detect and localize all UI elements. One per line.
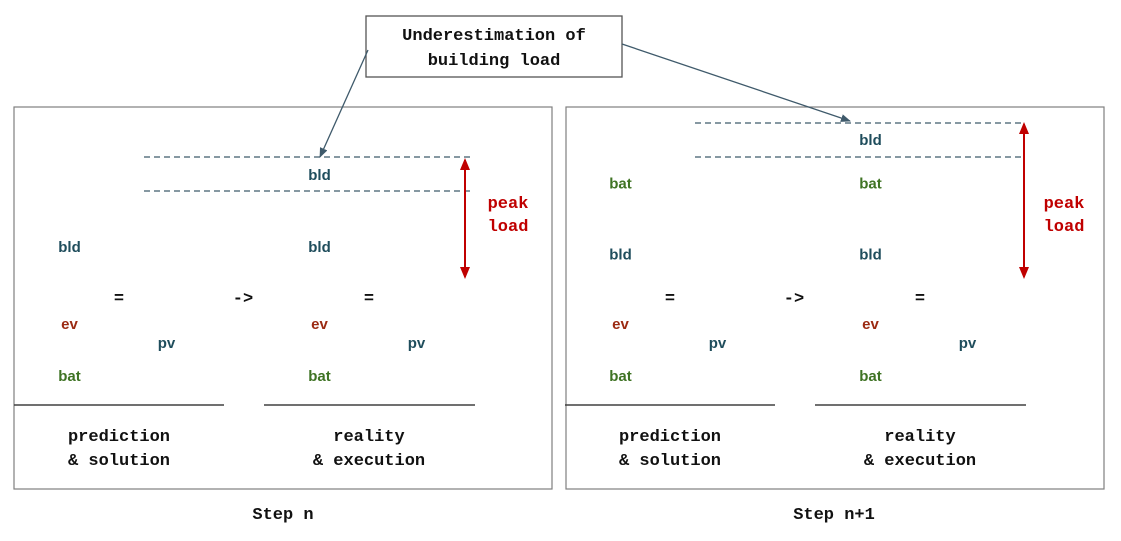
segment-label-grid: grid: [152, 228, 180, 245]
segment-label-bat: bat: [308, 368, 331, 385]
segment-label-bld: bld: [308, 167, 331, 184]
panel-step-n-plus-1: bat ev bld bat pv grid bat ev bld bat bld pv grid gri…: [565, 122, 1085, 525]
panels-layer: bat ev bld pv grid bat ev bld bld pv grid grid = -> = p…: [14, 122, 1085, 525]
segment-label-grid: grid: [402, 229, 430, 246]
segment-label-pv: pv: [959, 335, 977, 352]
segment-label-bat: bat: [859, 368, 882, 385]
peak-label-line-1: peak: [1044, 195, 1085, 214]
equals-operator: =: [915, 290, 925, 309]
panel-frame-step-n-plus-1: [565, 106, 1105, 490]
segment-label-bat: bat: [609, 368, 632, 385]
segment-label-bat: bat: [58, 368, 81, 385]
callout-arrow-step-n: [319, 49, 369, 158]
segment-label-grid: grid: [953, 133, 981, 150]
group-label-line-1: reality: [333, 428, 404, 447]
segment-label-pv: pv: [709, 335, 727, 352]
group-label-line-1: prediction: [619, 428, 721, 447]
peak-label-line-1: peak: [488, 195, 529, 214]
segment-label-bld: bld: [609, 247, 632, 264]
stacked-bar: pv grid grid: [402, 168, 430, 352]
segment-label-pv: pv: [158, 335, 176, 352]
segment-label-bat: bat: [859, 176, 882, 193]
equals-operator: =: [364, 290, 374, 309]
segment-label-grid: grid: [953, 212, 981, 229]
callout-line-1: Underestimation of: [402, 27, 586, 46]
group-label-line-2: & execution: [864, 452, 976, 471]
segment-label-ev: ev: [311, 316, 328, 333]
arrow-operator: ->: [784, 290, 804, 309]
callout-line-2: building load: [428, 52, 561, 71]
segment-label-grid: grid: [402, 168, 430, 185]
step-label: Step n: [252, 506, 313, 525]
stacked-bar: pv grid: [152, 228, 180, 352]
panel-step-n: bat ev bld pv grid bat ev bld bld pv grid grid = -> = p…: [14, 156, 529, 525]
stacked-bar: pv grid: [703, 212, 731, 352]
group-label-line-2: & solution: [68, 452, 170, 471]
group-label-line-2: & solution: [619, 452, 721, 471]
segment-label-bld: bld: [859, 247, 882, 264]
segment-label-bld: bld: [859, 132, 882, 149]
group-label-line-1: reality: [884, 428, 955, 447]
stacked-bar: bat ev bld bat: [609, 176, 632, 386]
segment-label-ev: ev: [862, 316, 879, 333]
segment-label-bld: bld: [308, 239, 331, 256]
callout-arrow-step-n-plus-1: [621, 43, 851, 122]
segment-label-bld: bld: [58, 239, 81, 256]
step-label: Step n+1: [793, 506, 875, 525]
segment-label-pv: pv: [408, 335, 426, 352]
segment-label-ev: ev: [61, 316, 78, 333]
equals-operator: =: [114, 290, 124, 309]
stacked-bar: bat ev bld bat bld: [859, 132, 882, 385]
stacked-bar: pv grid grid: [953, 133, 981, 352]
peak-label-line-2: load: [488, 218, 529, 237]
segment-label-ev: ev: [612, 316, 629, 333]
group-label-line-2: & execution: [313, 452, 425, 471]
underestimation-callout: Underestimation of building load: [319, 15, 851, 158]
callout-box: [365, 15, 623, 78]
segment-label-bat: bat: [609, 176, 632, 193]
arrow-operator: ->: [233, 290, 253, 309]
peak-label-line-2: load: [1044, 218, 1085, 237]
stacked-bar: bat ev bld bld: [308, 167, 331, 385]
equals-operator: =: [665, 290, 675, 309]
segment-label-grid: grid: [703, 212, 731, 229]
group-label-line-1: prediction: [68, 428, 170, 447]
stacked-bar: bat ev bld: [58, 239, 81, 385]
